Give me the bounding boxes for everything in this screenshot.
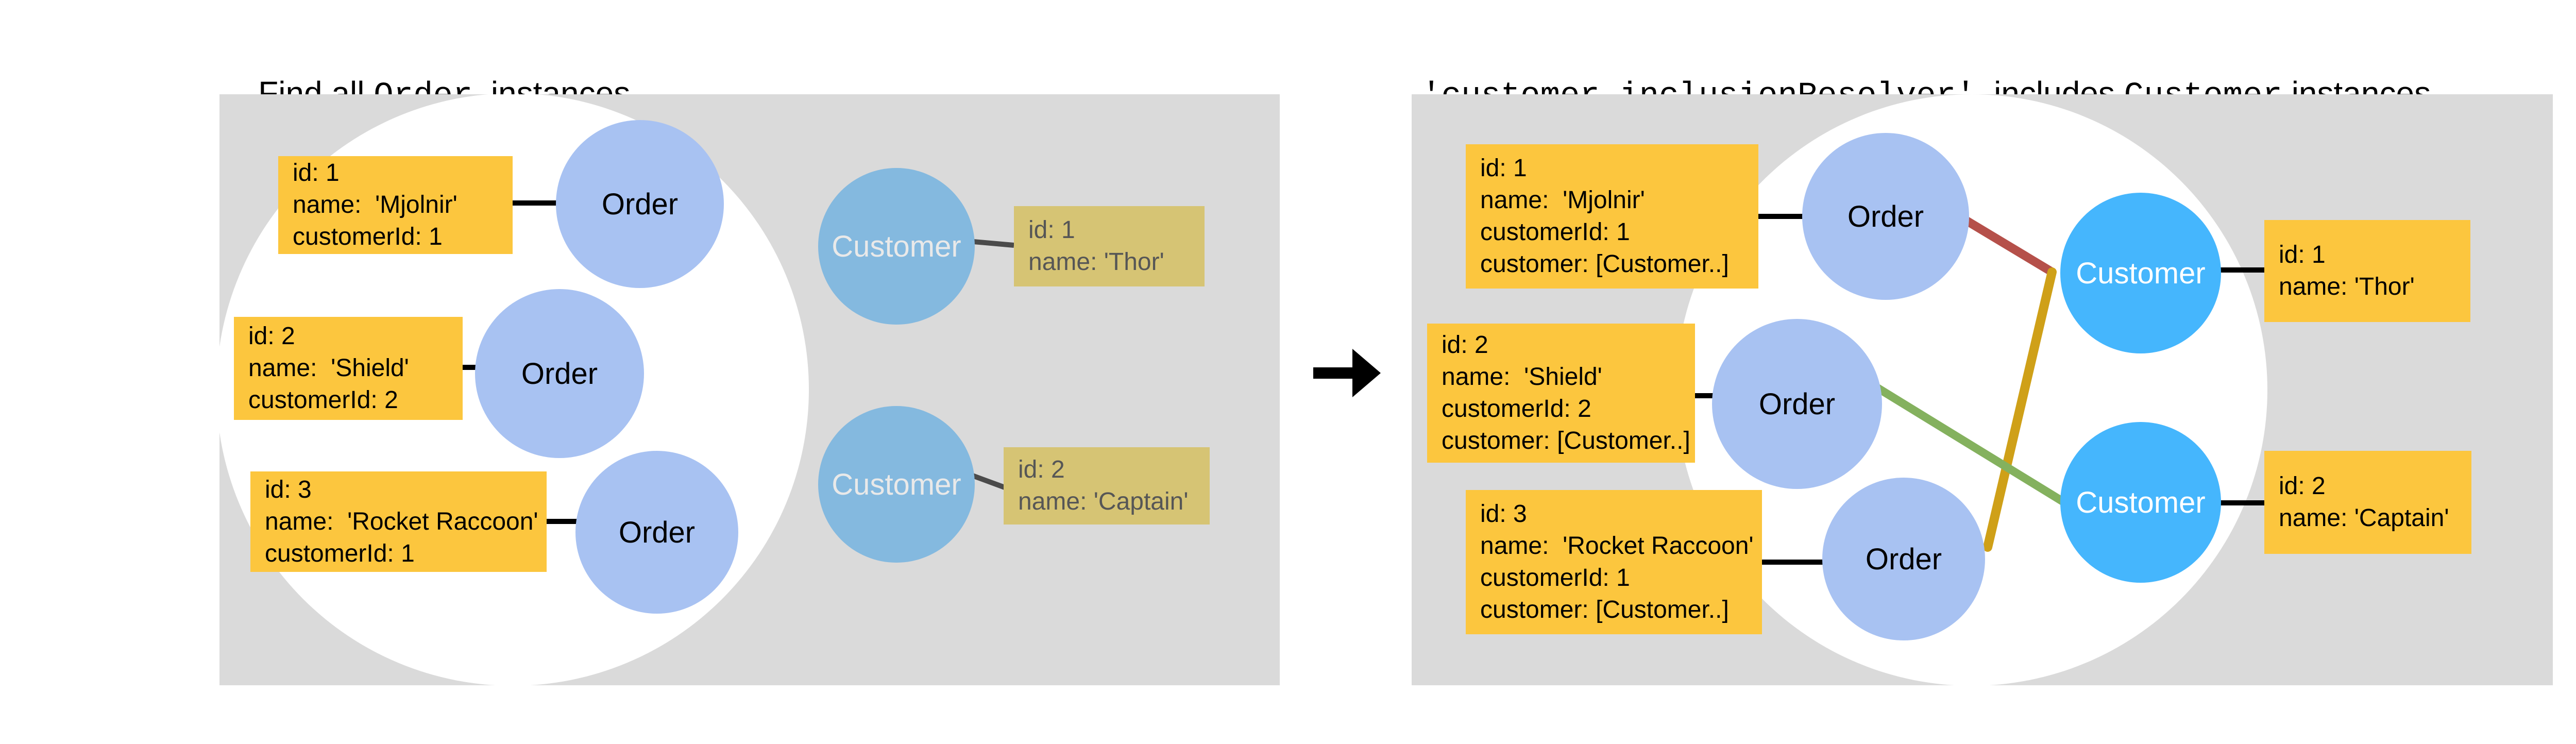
customer-node-1-right-label: Customer — [2076, 256, 2206, 290]
customer-node-1-left: Customer — [818, 168, 975, 325]
attr-line: customerId: 1 — [293, 223, 443, 250]
order-node-3-left: Order — [575, 451, 738, 614]
customer-node-1-right: Customer — [2060, 193, 2221, 353]
order-node-3-right: Order — [1822, 478, 1985, 640]
attr-line: id: 1 — [1028, 216, 1075, 244]
attr-line: id: 2 — [248, 323, 295, 350]
attr-line: name: 'Thor' — [1028, 248, 1164, 276]
customer-node-1-left-label: Customer — [832, 229, 961, 263]
order-node-2-left: Order — [475, 289, 644, 458]
attr-line: id: 3 — [1480, 500, 1527, 528]
order-node-1-left-label: Order — [601, 187, 679, 221]
arrow-right-icon — [1313, 349, 1381, 397]
attr-line: customer: [Customer..] — [1442, 427, 1690, 454]
attr-line: name: 'Rocket Raccoon' — [265, 508, 538, 535]
attr-line: customer: [Customer..] — [1480, 250, 1729, 278]
order-attributes-box-1-right: id: 1 name: 'Mjolnir' customerId: 1 cust… — [1466, 144, 1758, 289]
customer-node-2-left: Customer — [818, 406, 975, 563]
order-node-3-right-label: Order — [1865, 542, 1942, 576]
attr-line: id: 3 — [265, 476, 312, 503]
order-node-1-left: Order — [556, 120, 724, 288]
attr-line: customerId: 1 — [1480, 564, 1630, 591]
attr-line: id: 2 — [1018, 456, 1065, 483]
order-attributes-box-1-left: id: 1 name: 'Mjolnir' customerId: 1 — [278, 156, 513, 254]
attr-line: name: 'Mjolnir' — [1480, 187, 1645, 214]
attr-line: id: 2 — [1442, 331, 1488, 359]
attr-line: name: 'Mjolnir' — [293, 191, 457, 218]
customer-node-2-right-label: Customer — [2076, 485, 2206, 519]
attr-line: id: 2 — [2279, 472, 2326, 500]
attr-line: name: 'Shield' — [1442, 363, 1602, 391]
customer-node-2-left-label: Customer — [832, 467, 961, 501]
customer-attributes-box-2-right: id: 2 name: 'Captain' — [2264, 451, 2471, 554]
attr-line: name: 'Thor' — [2279, 273, 2415, 300]
order-node-2-right-label: Order — [1758, 387, 1836, 421]
attr-line: name: 'Captain' — [1018, 488, 1189, 515]
attr-line: id: 1 — [2279, 241, 2326, 268]
customer-attributes-box-1-right: id: 1 name: 'Thor' — [2264, 220, 2470, 322]
attr-line: name: 'Captain' — [2279, 504, 2449, 532]
attr-line: id: 1 — [293, 159, 340, 187]
order-attributes-box-2-left: id: 2 name: 'Shield' customerId: 2 — [234, 317, 463, 420]
order-node-2-right: Order — [1712, 319, 1882, 489]
attr-line: customerId: 2 — [1442, 395, 1591, 422]
order-attributes-box-3-left: id: 3 name: 'Rocket Raccoon' customerId:… — [250, 471, 547, 572]
order-node-2-left-label: Order — [521, 357, 598, 391]
order-attributes-box-3-right: id: 3 name: 'Rocket Raccoon' customerId:… — [1466, 490, 1762, 634]
order-node-3-left-label: Order — [618, 515, 696, 549]
attr-line: customerId: 1 — [1480, 218, 1630, 246]
attr-line: name: 'Shield' — [248, 354, 409, 382]
attr-line: customerId: 1 — [265, 539, 415, 567]
customer-node-2-right: Customer — [2060, 422, 2221, 583]
customer-attributes-box-1-left: id: 1 name: 'Thor' — [1014, 206, 1205, 286]
attr-line: customerId: 2 — [248, 386, 398, 414]
customer-attributes-box-2-left: id: 2 name: 'Captain' — [1004, 447, 1210, 525]
order-node-1-right: Order — [1802, 133, 1969, 300]
order-node-1-right-label: Order — [1847, 199, 1924, 233]
attr-line: customer: [Customer..] — [1480, 596, 1729, 623]
attr-line: id: 1 — [1480, 155, 1527, 182]
order-attributes-box-2-right: id: 2 name: 'Shield' customerId: 2 custo… — [1427, 324, 1695, 463]
attr-line: name: 'Rocket Raccoon' — [1480, 532, 1754, 560]
